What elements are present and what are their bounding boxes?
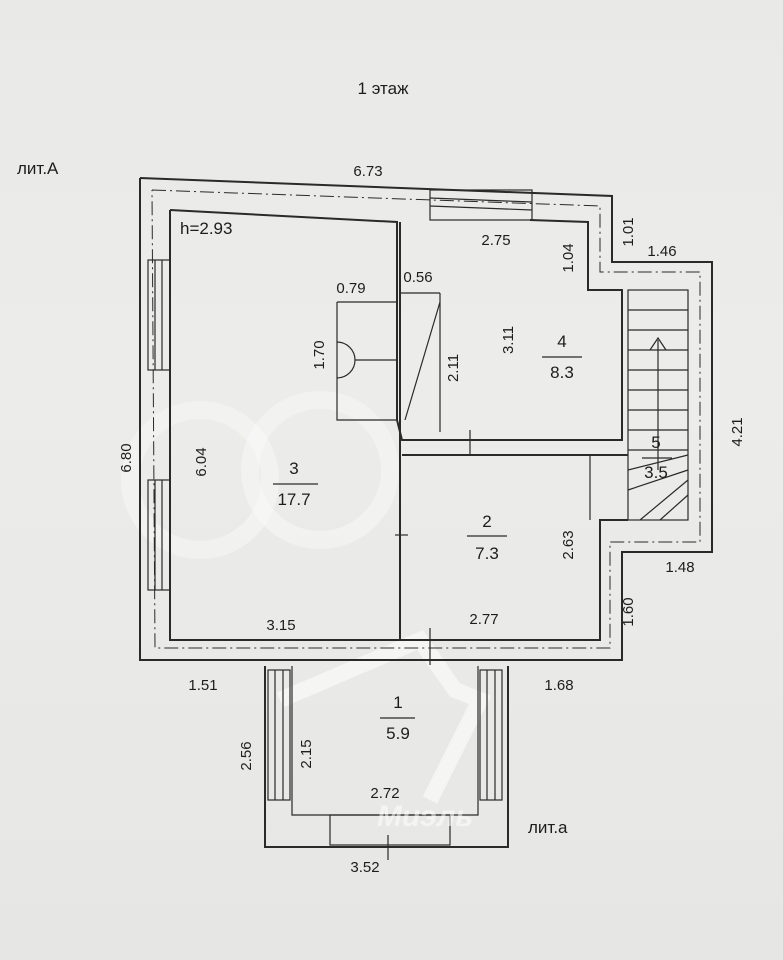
dim-left-overall: 6.80 (118, 443, 135, 472)
dim-door-width: 0.56 (403, 269, 432, 286)
lit-annex-label: лит.а (528, 818, 568, 837)
room-5-number: 5 (651, 433, 660, 452)
watermark-text: Миэль (377, 800, 473, 833)
room-4-number: 4 (557, 332, 566, 351)
dim-annex-outer-depth: 2.56 (238, 741, 255, 770)
room-2-area: 7.3 (475, 544, 499, 563)
room-1-area: 5.9 (386, 724, 410, 743)
dim-niche-depth: 1.70 (311, 340, 328, 369)
dim-top-right-short: 1.01 (620, 217, 637, 246)
dim-niche-width: 0.79 (336, 280, 365, 297)
dim-annex-outer-width: 3.52 (350, 859, 379, 876)
room-3-number: 3 (289, 459, 298, 478)
dim-room4-depth: 3.11 (500, 326, 517, 354)
ceiling-height-label: h=2.93 (180, 219, 232, 238)
lit-main-label: лит.А (17, 159, 59, 178)
floor-title: 1 этаж (358, 79, 410, 98)
dim-room2-depth: 2.63 (560, 530, 577, 559)
dim-annex-inner-width: 2.72 (370, 785, 399, 802)
outer-boundary (139, 177, 713, 661)
room-2-number: 2 (482, 512, 491, 531)
dim-bottom-right: 1.68 (544, 677, 573, 694)
window-left (147, 259, 171, 591)
dim-top-right-step: 1.46 (647, 243, 676, 260)
dim-right-overall: 4.21 (729, 417, 746, 446)
dim-annex-inner-depth: 2.15 (298, 739, 315, 768)
dim-room3-width: 3.15 (266, 617, 295, 634)
room-5-area: 3.5 (644, 463, 668, 482)
dim-room4-width: 2.75 (481, 232, 510, 249)
staircase (589, 289, 689, 521)
dim-right-step-width: 1.48 (665, 559, 694, 576)
dim-room4-depth-small: 1.04 (560, 243, 577, 272)
room-3-area: 17.7 (277, 490, 310, 509)
dim-door-depth: 2.11 (445, 354, 462, 382)
dim-right-lower: 1.60 (620, 597, 637, 626)
annex-walls (264, 666, 509, 860)
dim-bottom-left: 1.51 (188, 677, 217, 694)
dim-room3-depth: 6.04 (193, 447, 210, 476)
room-1-number: 1 (393, 693, 402, 712)
window-top (429, 189, 533, 221)
dim-room2-width: 2.77 (469, 611, 498, 628)
room-4-area: 8.3 (550, 363, 574, 382)
dim-top-overall: 6.73 (353, 163, 382, 180)
inner-walls (147, 189, 689, 665)
